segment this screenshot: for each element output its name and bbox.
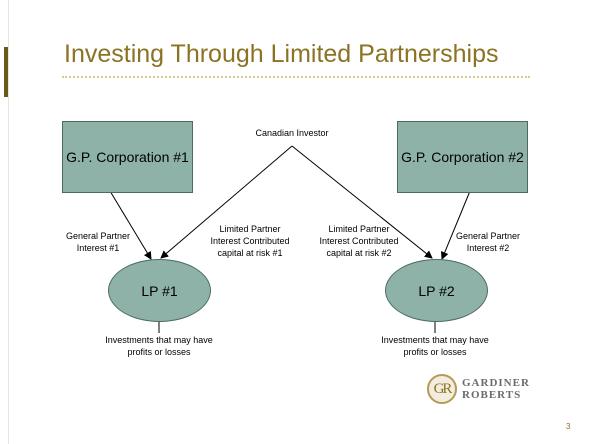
title-divider: [62, 76, 530, 78]
gp-corporation-2-box: G.P. Corporation #2: [397, 121, 528, 193]
lp2-interest-label: Limited Partner Interest Contributed cap…: [319, 224, 399, 258]
left-rule: [8, 0, 9, 444]
gp1-interest-label: General Partner Interest #1: [65, 231, 131, 253]
lp1-investments-label: Investments that may have profits or los…: [105, 335, 213, 357]
investor-to-lp1-arrow: [160, 145, 293, 259]
lp1-interest-label: Limited Partner Interest Contributed cap…: [210, 224, 290, 258]
lp2-investments-label: Investments that may have profits or los…: [381, 335, 489, 357]
gp2-interest-label: General Partner Interest #2: [455, 231, 521, 253]
gp2-to-lp2-arrow: [440, 190, 471, 260]
logo-line-1: GARDINER: [462, 377, 530, 389]
lp-1-ellipse: LP #1: [108, 259, 211, 322]
gp1-to-lp1-arrow: [109, 190, 152, 260]
lp-2-ellipse: LP #2: [385, 259, 488, 322]
left-accent-bar: [4, 47, 8, 97]
gardiner-roberts-logo-text: GARDINER ROBERTS: [462, 377, 530, 401]
canadian-investor-label: Canadian Investor: [255, 128, 329, 138]
investor-to-lp2-arrow: [291, 145, 433, 259]
slide-title: Investing Through Limited Partnerships: [64, 40, 499, 68]
page-number: 3: [566, 422, 571, 431]
gardiner-roberts-logo-icon: GR: [427, 374, 457, 404]
gp-corporation-1-box: G.P. Corporation #1: [62, 121, 193, 193]
logo-line-2: ROBERTS: [462, 389, 522, 401]
